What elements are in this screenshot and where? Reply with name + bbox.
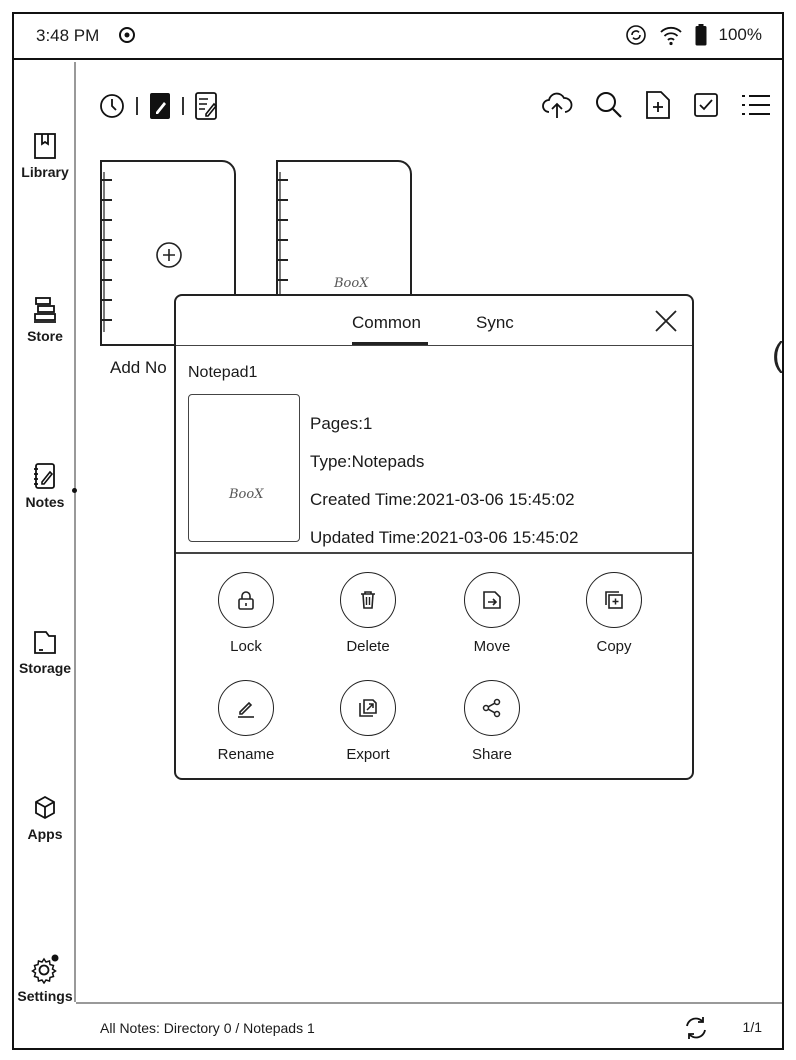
card-signature: BooX xyxy=(334,276,369,291)
copy-button[interactable]: Copy xyxy=(564,572,664,656)
lock-button[interactable]: Lock xyxy=(196,572,296,656)
sidebar-item-label: Store xyxy=(27,328,63,344)
sidebar-item-settings[interactable]: Settings xyxy=(14,954,76,1006)
sidebar-item-label: Library xyxy=(21,164,69,180)
notes-summary: All Notes: Directory 0 / Notepads 1 xyxy=(100,1020,315,1036)
rename-button[interactable]: Rename xyxy=(196,680,296,764)
library-icon xyxy=(34,133,56,159)
action-label: Lock xyxy=(230,638,262,655)
action-label: Move xyxy=(473,638,511,655)
sync-status-icon xyxy=(119,27,135,43)
notepad-properties-dialog: Common Sync Notepad1 BooX Pages:1 Type:N… xyxy=(174,294,694,780)
export-icon xyxy=(359,699,377,717)
sidebar-item-store[interactable]: Store xyxy=(14,296,76,346)
device-screen: 3:48 PM 100% xyxy=(12,12,784,1050)
add-note-card[interactable] xyxy=(100,160,236,346)
action-label: Share xyxy=(471,746,513,763)
lock-icon xyxy=(238,591,254,610)
battery-icon xyxy=(695,24,707,46)
search-icon[interactable] xyxy=(594,90,624,120)
move-button[interactable]: Move xyxy=(442,572,542,656)
add-note-label: Add No xyxy=(110,358,167,377)
spiral-binding xyxy=(102,172,112,332)
list-view-icon[interactable] xyxy=(740,90,772,120)
pencil-icon xyxy=(238,701,254,718)
action-label: Export xyxy=(346,746,390,763)
close-icon[interactable] xyxy=(654,309,678,333)
apps-icon xyxy=(35,795,55,820)
export-button[interactable]: Export xyxy=(318,680,418,764)
bottom-bar: All Notes: Directory 0 / Notepads 1 1/1 xyxy=(76,1002,782,1048)
sidebar-item-label: Settings xyxy=(17,988,73,1004)
new-note-icon[interactable] xyxy=(644,90,672,120)
sidebar-item-label: Apps xyxy=(27,826,63,842)
cloud-sync-icon[interactable] xyxy=(540,90,574,120)
notepad-filled-icon[interactable] xyxy=(148,92,172,120)
settings-icon xyxy=(31,954,59,984)
tab-common[interactable]: Common xyxy=(352,313,421,332)
active-indicator xyxy=(72,488,77,493)
toolbar-separator xyxy=(182,97,184,115)
store-icon xyxy=(34,297,56,323)
multi-select-icon[interactable] xyxy=(692,90,720,120)
trash-icon xyxy=(361,591,375,609)
view-toolbar xyxy=(98,92,220,120)
battery-percent: 100% xyxy=(718,25,762,44)
rotation-lock-icon[interactable] xyxy=(625,24,647,46)
sidebar: Library Store Notes S xyxy=(14,62,77,1004)
sidebar-item-library[interactable]: Library xyxy=(14,132,76,182)
thumbnail-signature: BooX xyxy=(229,487,264,502)
action-label: Rename xyxy=(217,746,275,763)
action-toolbar xyxy=(540,90,772,120)
sidebar-item-label: Notes xyxy=(25,494,65,510)
notes-icon xyxy=(34,463,55,489)
refresh-icon[interactable] xyxy=(682,1014,710,1042)
dialog-tabs: Common Sync xyxy=(176,296,692,346)
share-icon xyxy=(482,698,501,718)
notepad-outline-icon[interactable] xyxy=(194,92,220,120)
info-type: Type:Notepads xyxy=(310,452,425,471)
add-icon xyxy=(156,242,182,268)
sidebar-item-label: Storage xyxy=(18,660,72,676)
info-updated: Updated Time:2021-03-06 15:45:02 xyxy=(310,528,579,547)
status-bar: 3:48 PM 100% xyxy=(14,14,782,60)
sidebar-item-notes[interactable]: Notes xyxy=(14,462,76,512)
sidebar-item-apps[interactable]: Apps xyxy=(14,794,76,844)
toolbar-separator xyxy=(136,97,138,115)
move-icon xyxy=(483,591,501,609)
recent-clock-icon[interactable] xyxy=(98,92,126,120)
delete-button[interactable]: Delete xyxy=(318,572,418,656)
status-time: 3:48 PM xyxy=(36,26,100,45)
active-tab-underline xyxy=(352,342,428,345)
document-title: Notepad1 xyxy=(188,364,258,381)
action-label: Copy xyxy=(596,638,632,655)
storage-icon xyxy=(34,631,56,654)
action-label: Delete xyxy=(346,638,390,655)
edge-bracket-glyph: ( xyxy=(772,336,784,374)
tab-sync[interactable]: Sync xyxy=(476,313,514,332)
notepad-thumbnail: BooX xyxy=(188,394,300,542)
page-indicator: 1/1 xyxy=(742,1019,762,1035)
dialog-divider xyxy=(176,552,692,554)
sidebar-item-storage[interactable]: Storage xyxy=(14,628,76,678)
copy-icon xyxy=(605,591,623,609)
info-pages: Pages:1 xyxy=(310,414,373,433)
info-created: Created Time:2021-03-06 15:45:02 xyxy=(310,490,575,509)
share-button[interactable]: Share xyxy=(442,680,542,764)
wifi-icon[interactable] xyxy=(659,24,683,46)
